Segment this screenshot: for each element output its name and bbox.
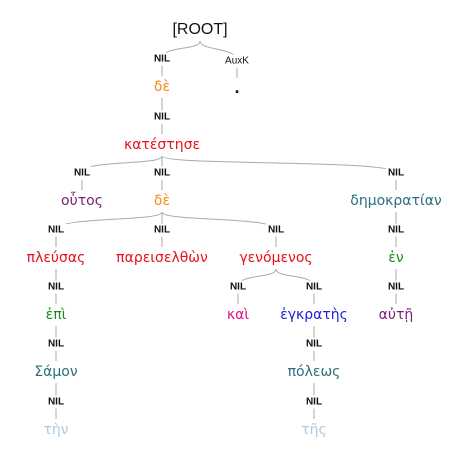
node-enkrates[interactable]: ἐγκρατὴς (280, 307, 348, 323)
relation-label-bg (265, 223, 287, 237)
node-genomenos[interactable]: γενόμενος (239, 250, 312, 266)
relation-label-bg (151, 166, 173, 180)
edge-de2-pleusas (55, 211, 163, 247)
relation-label-bg (303, 337, 325, 351)
node-poleos[interactable]: πόλεως (288, 364, 341, 380)
relation-label-enkrates[interactable]: NIL (306, 282, 322, 293)
edge-de2-genomenos (161, 211, 277, 247)
relation-label-bg (151, 52, 173, 66)
edge-katestese-houtos (81, 155, 163, 190)
relation-label-bg (385, 223, 407, 237)
node-demokratian[interactable]: δημοκρατίαν (350, 193, 442, 209)
node-pareiselthon[interactable]: παρεισελθὼν (116, 250, 208, 266)
relation-label-bg (45, 280, 67, 294)
relation-label-demokratian[interactable]: NIL (388, 168, 404, 179)
root-node[interactable]: [ROOT] (172, 21, 227, 38)
node-de1[interactable]: δὲ (154, 79, 170, 95)
relation-label-epi[interactable]: NIL (48, 282, 64, 293)
relation-label-bg (303, 280, 325, 294)
relation-label-bg (303, 395, 325, 409)
tree-nodes: [ROOT] δὲ. κατέστησε οὗτος δὲ δημοκρατίαν πλε… (27, 21, 442, 438)
relation-label-poleos[interactable]: NIL (306, 339, 322, 350)
relation-label-bg (71, 166, 93, 180)
relation-label-ten[interactable]: NIL (48, 397, 64, 408)
edge-katestese-demokratian (161, 155, 397, 190)
relation-label-pleusas[interactable]: NIL (48, 225, 64, 236)
relation-label-bg (385, 280, 407, 294)
node-en[interactable]: ἐν (388, 250, 404, 266)
relation-label-aute[interactable]: NIL (388, 282, 404, 293)
relation-label-bg (45, 395, 67, 409)
relation-label-katestese[interactable]: NIL (154, 112, 170, 123)
relation-label-tes[interactable]: NIL (306, 397, 322, 408)
relation-label-period[interactable]: AuxK (225, 56, 249, 67)
relation-label-en[interactable]: NIL (388, 225, 404, 236)
relation-label-bg (45, 337, 67, 351)
relation-label-bg (385, 166, 407, 180)
node-aute[interactable]: αὐτῇ (379, 307, 414, 323)
relation-label-bg (223, 54, 252, 68)
tree-edges (55, 40, 397, 419)
relation-label-bg (151, 223, 173, 237)
relation-label-bg (151, 110, 173, 124)
node-katestese[interactable]: κατέστησε (124, 137, 200, 153)
relation-label-pareiselthon[interactable]: NIL (154, 225, 170, 236)
relation-label-kai[interactable]: NIL (230, 282, 246, 293)
node-samon[interactable]: Σάμον (34, 364, 78, 380)
node-houtos[interactable]: οὗτος (61, 191, 103, 209)
relation-label-bg (227, 280, 249, 294)
relation-label-de2[interactable]: NIL (154, 168, 170, 179)
relation-label-samon[interactable]: NIL (48, 339, 64, 350)
relation-label-houtos[interactable]: NIL (74, 168, 90, 179)
relation-label-bg (45, 223, 67, 237)
node-de2[interactable]: δὲ (154, 193, 170, 209)
node-epi[interactable]: ἐπὶ (46, 307, 67, 323)
node-period[interactable]: . (234, 81, 239, 97)
node-kai[interactable]: καὶ (227, 307, 249, 323)
node-ten[interactable]: τὴν (43, 422, 68, 438)
relation-label-de1[interactable]: NIL (154, 54, 170, 65)
relation-label-genomenos[interactable]: NIL (268, 225, 284, 236)
node-tes[interactable]: τῆς (301, 422, 327, 438)
node-pleusas[interactable]: πλεύσας (27, 250, 86, 266)
relation-labels: NIL AuxK NIL NIL NIL NIL NIL NIL NIL NIL NIL NIL NIL… (45, 52, 407, 409)
